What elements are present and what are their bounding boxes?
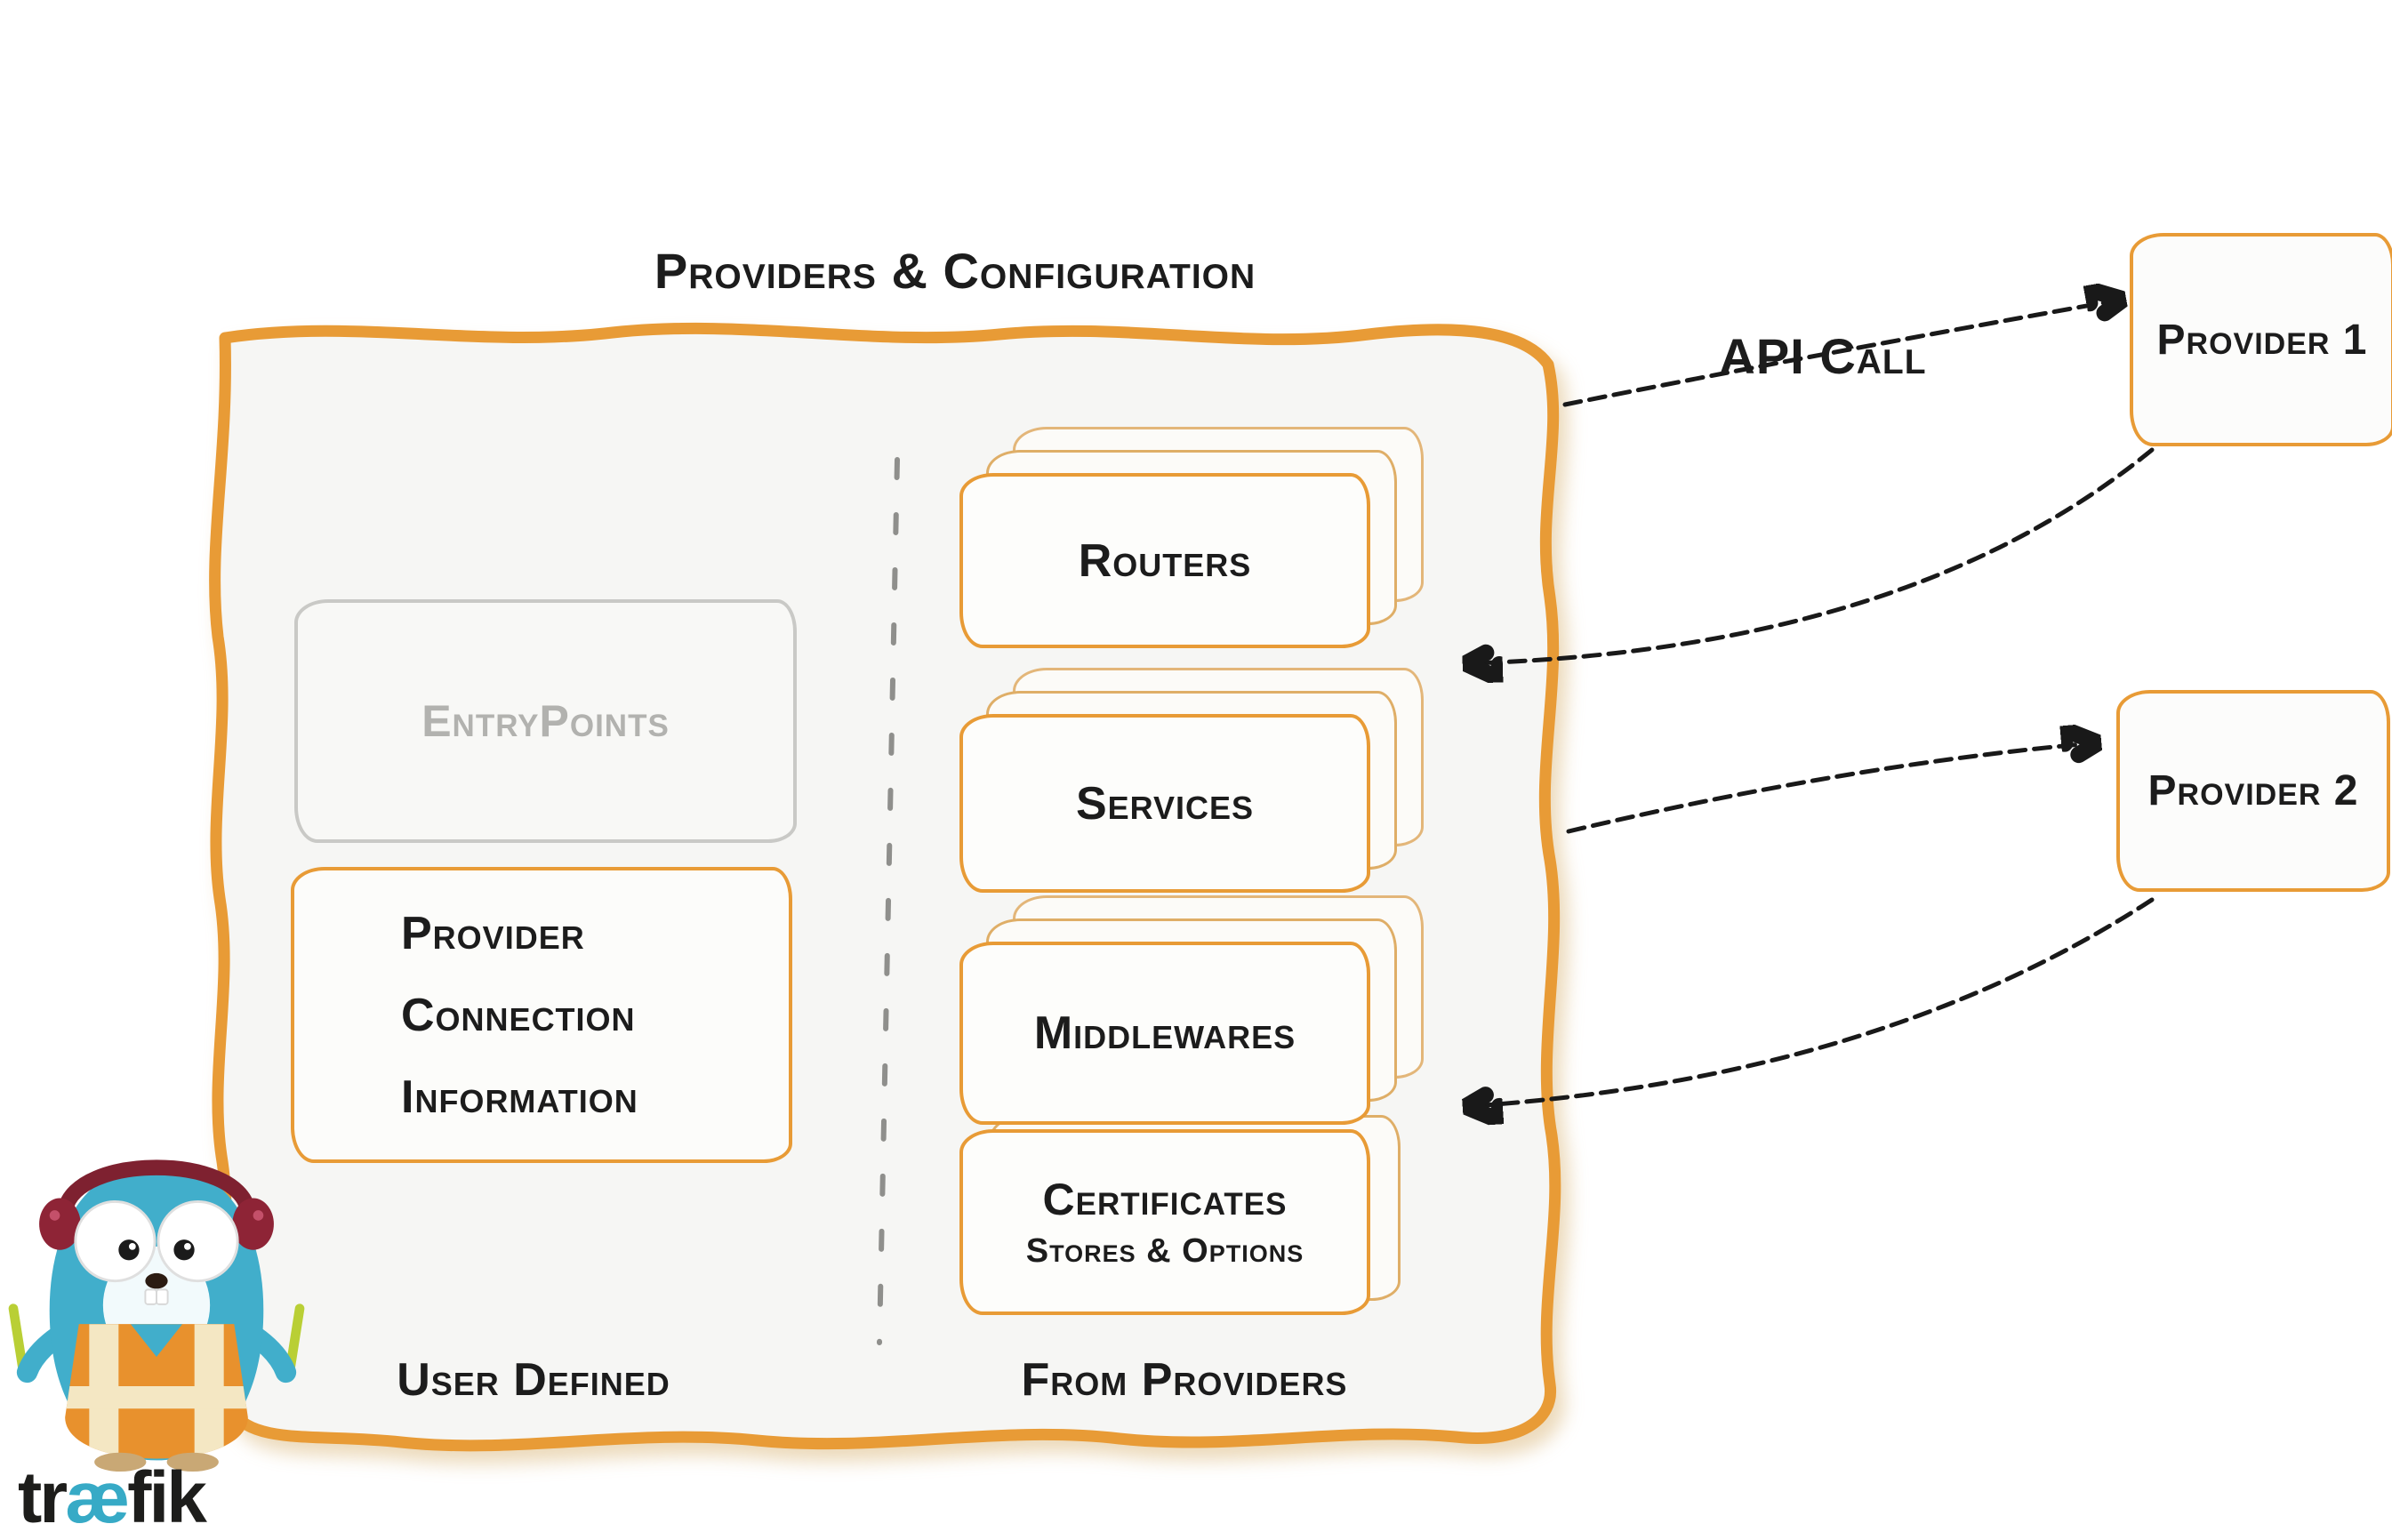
wordmark-post: fik xyxy=(127,1457,207,1538)
provider-connection-line: Connection xyxy=(401,989,636,1041)
provider-connection-line: Provider xyxy=(401,907,585,959)
wordmark-ae: æ xyxy=(65,1457,130,1538)
services-label: Services xyxy=(1075,777,1255,830)
entrypoints-label: EntryPoints xyxy=(421,696,670,746)
traefik-logo: træfik xyxy=(5,1127,325,1538)
wordmark-pre: tr xyxy=(18,1457,68,1538)
routers-stack: Routers xyxy=(959,427,1424,648)
provider-1-label: Provider 1 xyxy=(2156,316,2368,364)
routers-label: Routers xyxy=(1078,534,1252,587)
middlewares-stack: Middlewares xyxy=(959,895,1424,1125)
from-providers-label: From Providers xyxy=(1021,1354,1348,1406)
middlewares-card: Middlewares xyxy=(959,942,1370,1125)
entrypoints-box: EntryPoints xyxy=(294,599,797,843)
certificates-label: Certificates xyxy=(1042,1175,1288,1224)
providers-configuration-panel: EntryPoints Provider Connection Informat… xyxy=(186,313,1571,1460)
certificates-stack: Certificates Stores & Options xyxy=(959,1115,1401,1315)
certificates-card: Certificates Stores & Options xyxy=(959,1129,1370,1315)
provider-connection-info-box: Provider Connection Information xyxy=(291,867,792,1163)
user-defined-label: User Defined xyxy=(397,1354,670,1406)
api-call-label: API Call xyxy=(1719,328,1927,384)
traefik-gopher-icon xyxy=(8,1159,305,1472)
certificates-sublabel: Stores & Options xyxy=(1025,1232,1304,1270)
provider-2-box: Provider 2 xyxy=(2116,690,2390,892)
provider-2-label: Provider 2 xyxy=(2147,767,2359,814)
traefik-wordmark: træfik xyxy=(18,1456,207,1540)
arrow-provider1-to-panel xyxy=(1473,447,2155,663)
services-card: Services xyxy=(959,714,1370,893)
provider-1-box: Provider 1 xyxy=(2130,233,2392,446)
provider-connection-line: Information xyxy=(401,1071,638,1123)
diagram-title: Providers & Configuration xyxy=(654,243,1256,299)
arrow-panel-to-provider2 xyxy=(1566,743,2091,834)
middlewares-label: Middlewares xyxy=(1033,1007,1296,1059)
routers-card: Routers xyxy=(959,473,1370,648)
services-stack: Services xyxy=(959,668,1424,893)
arrow-provider2-to-panel xyxy=(1473,897,2155,1106)
